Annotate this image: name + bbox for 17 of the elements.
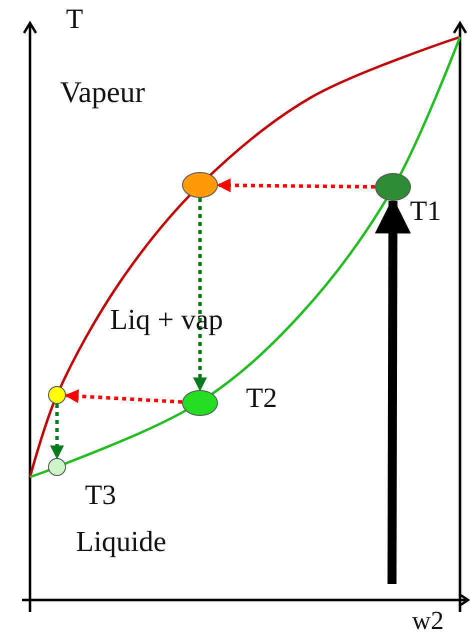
temperature-label: T3	[85, 482, 116, 510]
arrow	[50, 404, 64, 460]
state-point	[48, 386, 66, 404]
arrow	[193, 198, 207, 392]
state-point	[375, 173, 411, 201]
arrow	[64, 389, 182, 404]
region-label: Liq + vap	[110, 306, 223, 335]
state-point	[182, 172, 218, 198]
state-point	[182, 390, 218, 416]
region-label: Liquide	[76, 528, 166, 557]
temperature-label: T2	[246, 385, 278, 413]
region-label: w2	[412, 608, 444, 634]
arrow	[216, 178, 376, 192]
state-point	[48, 458, 66, 476]
region-label: T	[66, 6, 84, 34]
temperature-label: T1	[410, 198, 442, 226]
region-label: Vapeur	[60, 78, 145, 108]
